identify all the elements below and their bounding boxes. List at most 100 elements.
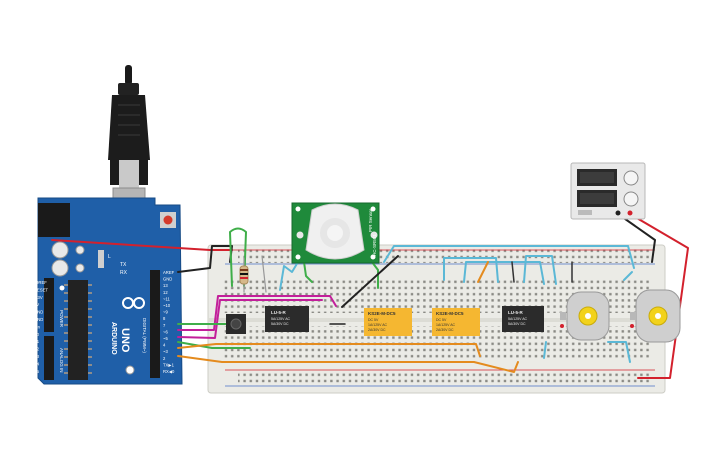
relay-1-model: LU-5-R	[271, 310, 286, 315]
relay-4-model: LU-5-R	[508, 310, 523, 315]
arduino-left-pin-label: A1	[34, 339, 40, 344]
arduino-left-pin-label: A3	[34, 354, 40, 359]
wire-orange-small	[477, 261, 489, 283]
arduino-digital-pin-label: 4	[163, 343, 166, 348]
relay-2-line1: DC 5V	[368, 318, 379, 322]
wire-pir-vcc	[279, 261, 299, 291]
wire-green-2	[177, 341, 251, 349]
wire-orange-2	[177, 355, 519, 373]
arduino-brand-label: ARDUINO	[110, 322, 117, 355]
arduino-left-pin-label: 5V	[34, 302, 39, 307]
dc-motor-2	[630, 289, 681, 343]
relay-3-line2: 1A/125V AC	[436, 323, 456, 327]
relay-1: LU-5-R 5A/125V AC 5A/30V DC	[265, 306, 309, 332]
relay-4-line2: 5A/30V DC	[508, 322, 526, 326]
analog-in-label: ANALOG IN	[59, 348, 64, 373]
wire-5v	[51, 239, 233, 251]
relay-3: KS2E-M-DC5 DC 5V 1A/125V AC 2A/30V DC	[432, 308, 480, 336]
wire-pir-out	[303, 261, 313, 283]
power-header	[44, 278, 54, 332]
dc-motor-1	[560, 291, 610, 341]
arduino-model-label: UNO	[119, 328, 131, 353]
arduino-left-pin-label: A5	[34, 369, 40, 374]
arduino-digital-pin-label: 7	[163, 323, 166, 328]
wires	[51, 213, 689, 379]
wire-psu-black	[617, 213, 656, 263]
resistor	[239, 265, 249, 285]
arduino-digital-pin-label: AREF	[163, 270, 175, 275]
capacitor	[51, 241, 69, 259]
analog-header	[44, 336, 54, 380]
current-knob[interactable]	[623, 191, 639, 207]
arduino-digital-pin-label: 12	[163, 290, 168, 295]
arduino-digital-pin-label: ~3	[163, 349, 168, 354]
arduino-left-pin-label: 3.3V	[34, 295, 43, 300]
pir-potentiometer[interactable]	[296, 231, 304, 239]
arduino-digital-pin-label: 8	[163, 316, 166, 321]
wire-orange	[177, 343, 481, 357]
atmega-chip	[68, 280, 88, 380]
relay-3-model: KS2E-M-DC5	[436, 311, 464, 316]
negative-terminal[interactable]	[615, 210, 621, 216]
pir-potentiometer[interactable]	[370, 231, 378, 239]
pir-text-2: HC-SR501	[372, 234, 377, 256]
arduino-digital-pin-label: TX▶1	[163, 362, 175, 367]
pir-text-1: PIR Sensor	[368, 208, 373, 232]
relay-4: LU-5-R 5A/125V AC 5A/30V DC	[502, 306, 544, 332]
wire-pir-gnd	[371, 261, 379, 289]
relay-3-line3: 2A/30V DC	[436, 328, 454, 332]
wire-cyan-top	[383, 245, 635, 269]
wire-cyan-2	[443, 257, 499, 283]
tx-label: TX	[120, 262, 127, 268]
bottom-power-rail	[238, 372, 650, 386]
wire-cyan-bottom	[607, 341, 631, 363]
power-label: POWER	[59, 310, 64, 328]
arduino-left-pin-label: Vin	[34, 324, 41, 329]
arduino-digital-pin-label: 13	[163, 283, 168, 288]
relay-2: KS2E-M-DC5 DC 5V 1A/125V AC 2A/30V DC	[364, 308, 412, 336]
wire-magenta	[177, 295, 337, 331]
power-jack	[38, 203, 70, 237]
relay-2-line2: 1A/125V AC	[368, 323, 388, 327]
arduino-logo	[122, 297, 145, 309]
arduino-left-pin-label: GND	[34, 317, 43, 322]
wire-black-diag	[341, 255, 399, 308]
voltage-knob[interactable]	[623, 170, 639, 186]
arduino-left-pin-label: A0	[34, 332, 40, 337]
capacitor	[51, 259, 69, 277]
relay-1-line1: 5A/125V AC	[271, 317, 291, 321]
arduino-left-pin-label: A4	[34, 361, 40, 366]
digital-header	[150, 270, 160, 378]
relays: LU-5-R 5A/125V AC 5A/30V DC KS2E-M-DC5 D…	[265, 306, 544, 336]
reset-button[interactable]	[163, 215, 173, 225]
l-led-label: L	[108, 254, 111, 260]
arduino-digital-pin-label: ~9	[163, 310, 168, 315]
wire-cyan-3	[463, 261, 545, 285]
positive-terminal[interactable]	[627, 210, 633, 216]
arduino-digital-pin-label: ~6	[163, 329, 168, 334]
rx-label: RX	[120, 270, 128, 276]
wire-cyan-4	[523, 255, 557, 285]
arduino-digital-pin-label: ~10	[163, 303, 171, 308]
wire-green-loop	[229, 227, 247, 287]
push-button[interactable]	[226, 314, 246, 334]
arduino-digital-pin-label: GND	[163, 277, 172, 282]
arduino-digital-pin-label: 2	[163, 356, 166, 361]
arduino-uno-board: ARDUINO UNO DIGITAL (PWM~) POWER ANALOG …	[34, 197, 183, 385]
arduino-digital-pin-label: RX◀0	[163, 369, 175, 374]
relay-4-line1: 5A/125V AC	[508, 317, 528, 321]
wire-magenta-2	[177, 299, 323, 339]
arduino-left-pin-label: RESET	[34, 287, 48, 292]
power-supply	[570, 162, 646, 220]
arduino-left-pin-label: IOREF	[34, 280, 47, 285]
arduino-digital-pin-label: ~11	[163, 296, 170, 301]
arduino-digital-pin-label: ~5	[163, 336, 168, 341]
relay-1-line2: 5A/30V DC	[271, 322, 289, 326]
arduino-left-pin-label: A2	[34, 347, 40, 352]
arduino-left-pin-label: GND	[34, 310, 43, 315]
relay-2-model: KS2E-M-DC5	[368, 311, 396, 316]
pir-sensor: PIR Sensor HC-SR501	[291, 202, 380, 264]
